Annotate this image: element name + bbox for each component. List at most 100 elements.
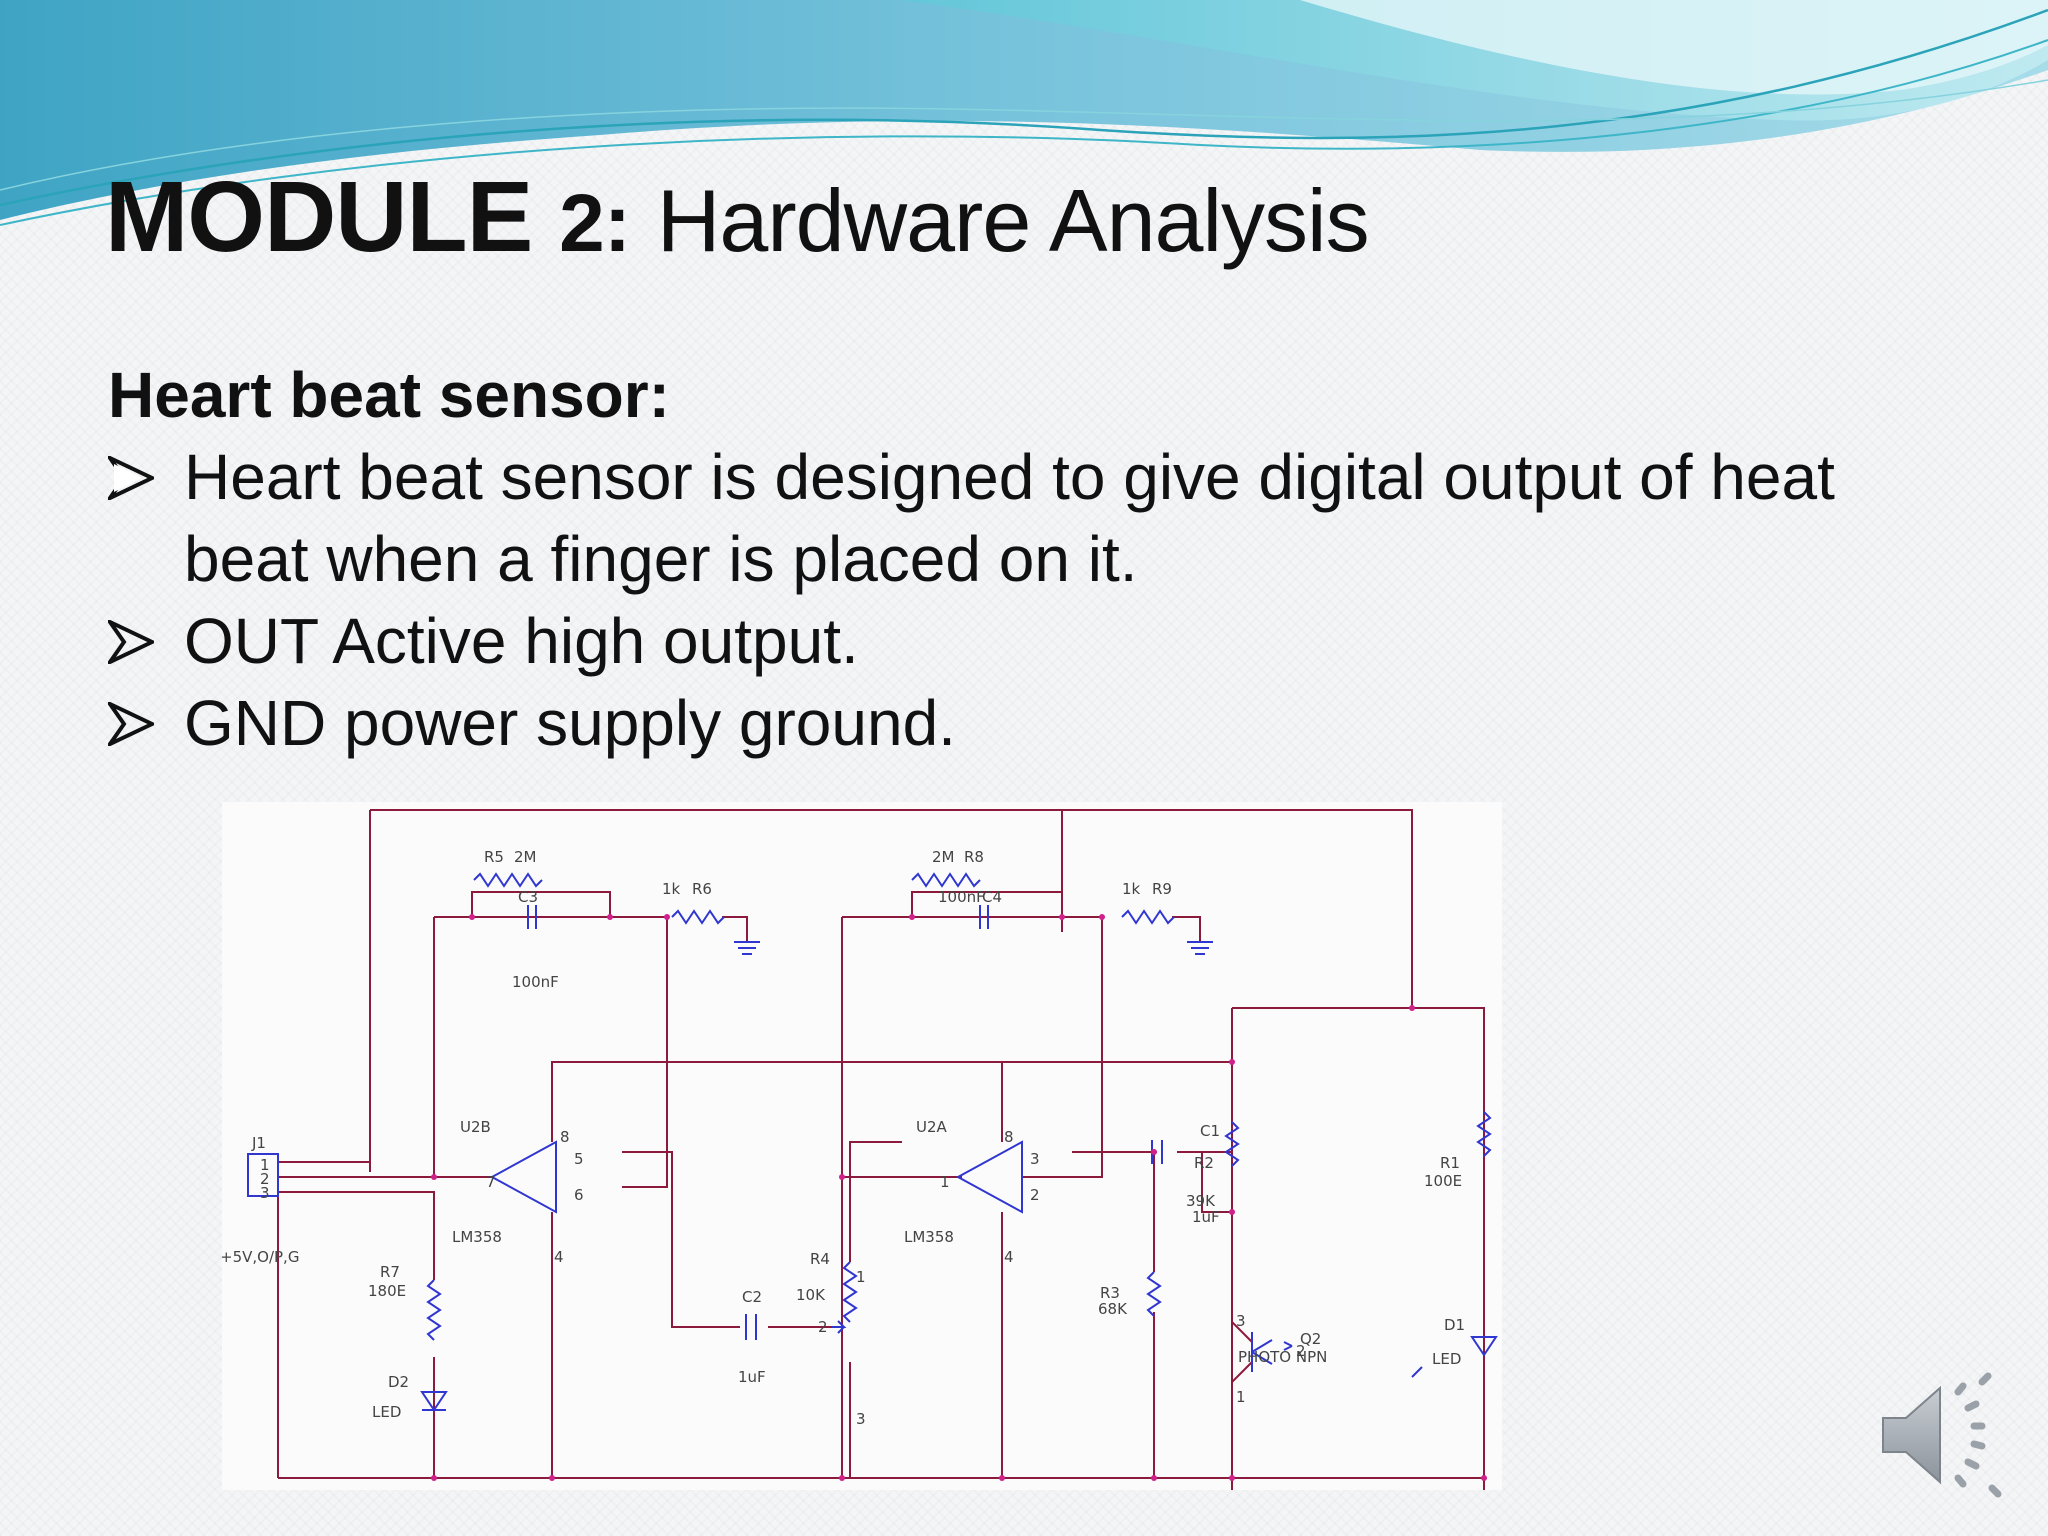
subheading: Heart beat sensor: <box>108 359 670 431</box>
slide-title: MODULE 2: Hardware Analysis <box>105 160 1370 275</box>
label-j1-ref: J1 <box>251 1134 266 1152</box>
label-r6-ref: R6 <box>692 880 712 898</box>
label-d2-part: LED <box>372 1403 401 1421</box>
label-q2-pin: 2 <box>1296 1342 1306 1360</box>
label-pot-pin: 2 <box>818 1318 828 1336</box>
resistor-symbol <box>1146 1271 1162 1317</box>
label-u2b-pin: 7 <box>486 1173 496 1191</box>
arrow-bullet-icon <box>108 620 154 664</box>
ground-icon <box>734 941 760 955</box>
title-module-word: MODULE <box>105 161 533 273</box>
heart-beat-sensor-schematic: R5 2M C3 100nF R6 1k R8 2M C4 100nF R9 1… <box>222 802 1502 1490</box>
label-u2a-pin: 3 <box>1030 1150 1040 1168</box>
label-j1-pin: 1 <box>260 1156 270 1174</box>
label-d1-ref: D1 <box>1444 1316 1465 1334</box>
label-c1-ref: C1 <box>1200 1122 1220 1140</box>
label-u2a-part: LM358 <box>904 1228 954 1246</box>
resistor-symbol <box>911 872 981 888</box>
label-c2-value: 1uF <box>738 1368 766 1386</box>
resistor-symbol <box>1121 909 1175 925</box>
label-u2a-pin: 8 <box>1004 1128 1014 1146</box>
bullet-item: GND power supply ground. <box>108 682 1968 764</box>
arrow-bullet-icon <box>108 456 154 500</box>
label-r7-value: 180E <box>368 1282 406 1300</box>
label-u2b-pin: 4 <box>554 1248 564 1266</box>
capacitor-symbol <box>527 905 537 929</box>
potentiometer-symbol <box>842 1261 858 1323</box>
label-r9-value: 1k <box>1122 880 1141 898</box>
label-r2-ref: R2 <box>1194 1154 1214 1172</box>
bullet-item: Heart beat sensor is designed to give di… <box>108 436 1968 600</box>
label-u2a-pin: 1 <box>940 1173 950 1191</box>
bullet-list: Heart beat sensor is designed to give di… <box>108 436 1968 764</box>
label-u2b-part: LM358 <box>452 1228 502 1246</box>
schematic-components <box>247 872 1498 1412</box>
led-icon <box>420 1391 448 1412</box>
bullet-item: OUT Active high output. <box>108 600 1968 682</box>
label-r7-ref: R7 <box>380 1263 400 1281</box>
light-arrows <box>1283 1341 1423 1378</box>
label-q2-pin: 1 <box>1236 1388 1246 1406</box>
connector-j1-symbol <box>247 1153 279 1197</box>
label-r5-ref: R5 <box>484 848 504 866</box>
bullet-text: Heart beat sensor is designed to give di… <box>184 441 1835 595</box>
label-d2-ref: D2 <box>388 1373 409 1391</box>
label-c4-ref: C4 <box>982 888 1002 906</box>
label-j1-pin: 2 <box>260 1170 270 1188</box>
label-r8-ref: R8 <box>964 848 984 866</box>
capacitor-symbol <box>979 905 989 929</box>
bullet-text: GND power supply ground. <box>184 687 956 759</box>
capacitor-symbol <box>745 1314 757 1340</box>
ground-icon <box>1187 941 1213 955</box>
label-r3-value: 68K <box>1098 1300 1128 1318</box>
label-r6-value: 1k <box>662 880 681 898</box>
speaker-icon[interactable] <box>1878 1370 2008 1500</box>
label-c3-value: 100nF <box>512 973 559 991</box>
label-u2b-pin: 6 <box>574 1186 584 1204</box>
arrow-bullet-icon <box>108 702 154 746</box>
label-q2-ref: Q2 <box>1300 1330 1321 1348</box>
label-u2a-ref: U2A <box>916 1118 948 1136</box>
label-r1-value: 100E <box>1424 1172 1462 1190</box>
label-r9-ref: R9 <box>1152 880 1172 898</box>
label-r2-value: 39K <box>1186 1192 1216 1210</box>
title-topic: Hardware Analysis <box>656 171 1370 270</box>
resistor-symbol <box>1476 1111 1492 1157</box>
label-r5-value: 2M <box>514 848 537 866</box>
op-amp-u2b-symbol <box>489 1140 557 1214</box>
potentiometer-wiper <box>832 1320 847 1334</box>
photo-transistor-icon <box>1251 1332 1273 1372</box>
label-pot-pin: 1 <box>856 1268 866 1286</box>
label-d1-part: LED <box>1432 1350 1461 1368</box>
led-icon <box>1470 1336 1498 1357</box>
label-r3-ref: R3 <box>1100 1284 1120 1302</box>
title-module-number: 2: <box>559 178 631 269</box>
op-amp-u2a-symbol <box>955 1140 1023 1214</box>
label-q2-pin: 3 <box>1236 1312 1246 1330</box>
label-r4-ref: R4 <box>810 1250 830 1268</box>
schematic-nodes <box>431 914 1487 1481</box>
label-c4-value: 100nF <box>938 888 985 906</box>
resistor-symbol <box>426 1279 442 1341</box>
label-c1-value: 1uF <box>1192 1208 1220 1226</box>
schematic-labels: R5 2M C3 100nF R6 1k R8 2M C4 100nF R9 1… <box>222 848 1465 1428</box>
label-r1-ref: R1 <box>1440 1154 1460 1172</box>
label-u2a-pin: 2 <box>1030 1186 1040 1204</box>
header-wave-decoration <box>0 0 2048 226</box>
schematic-wires <box>277 809 1485 1490</box>
label-j1-signals: +5V,O/P,G <box>222 1248 299 1266</box>
label-u2b-pin: 8 <box>560 1128 570 1146</box>
label-q2-part: PHOTO NPN <box>1238 1348 1327 1366</box>
resistor-symbol <box>473 872 543 888</box>
label-u2b-pin: 5 <box>574 1150 584 1168</box>
resistor-symbol <box>671 909 725 925</box>
label-pot-pin: 3 <box>856 1410 866 1428</box>
label-u2b-ref: U2B <box>460 1118 491 1136</box>
resistor-symbol <box>1224 1121 1240 1167</box>
label-c2-ref: C2 <box>742 1288 762 1306</box>
label-u2a-pin: 4 <box>1004 1248 1014 1266</box>
label-j1-pin: 3 <box>260 1184 270 1202</box>
label-r4-value: 10K <box>796 1286 826 1304</box>
label-c3-ref: C3 <box>518 888 538 906</box>
